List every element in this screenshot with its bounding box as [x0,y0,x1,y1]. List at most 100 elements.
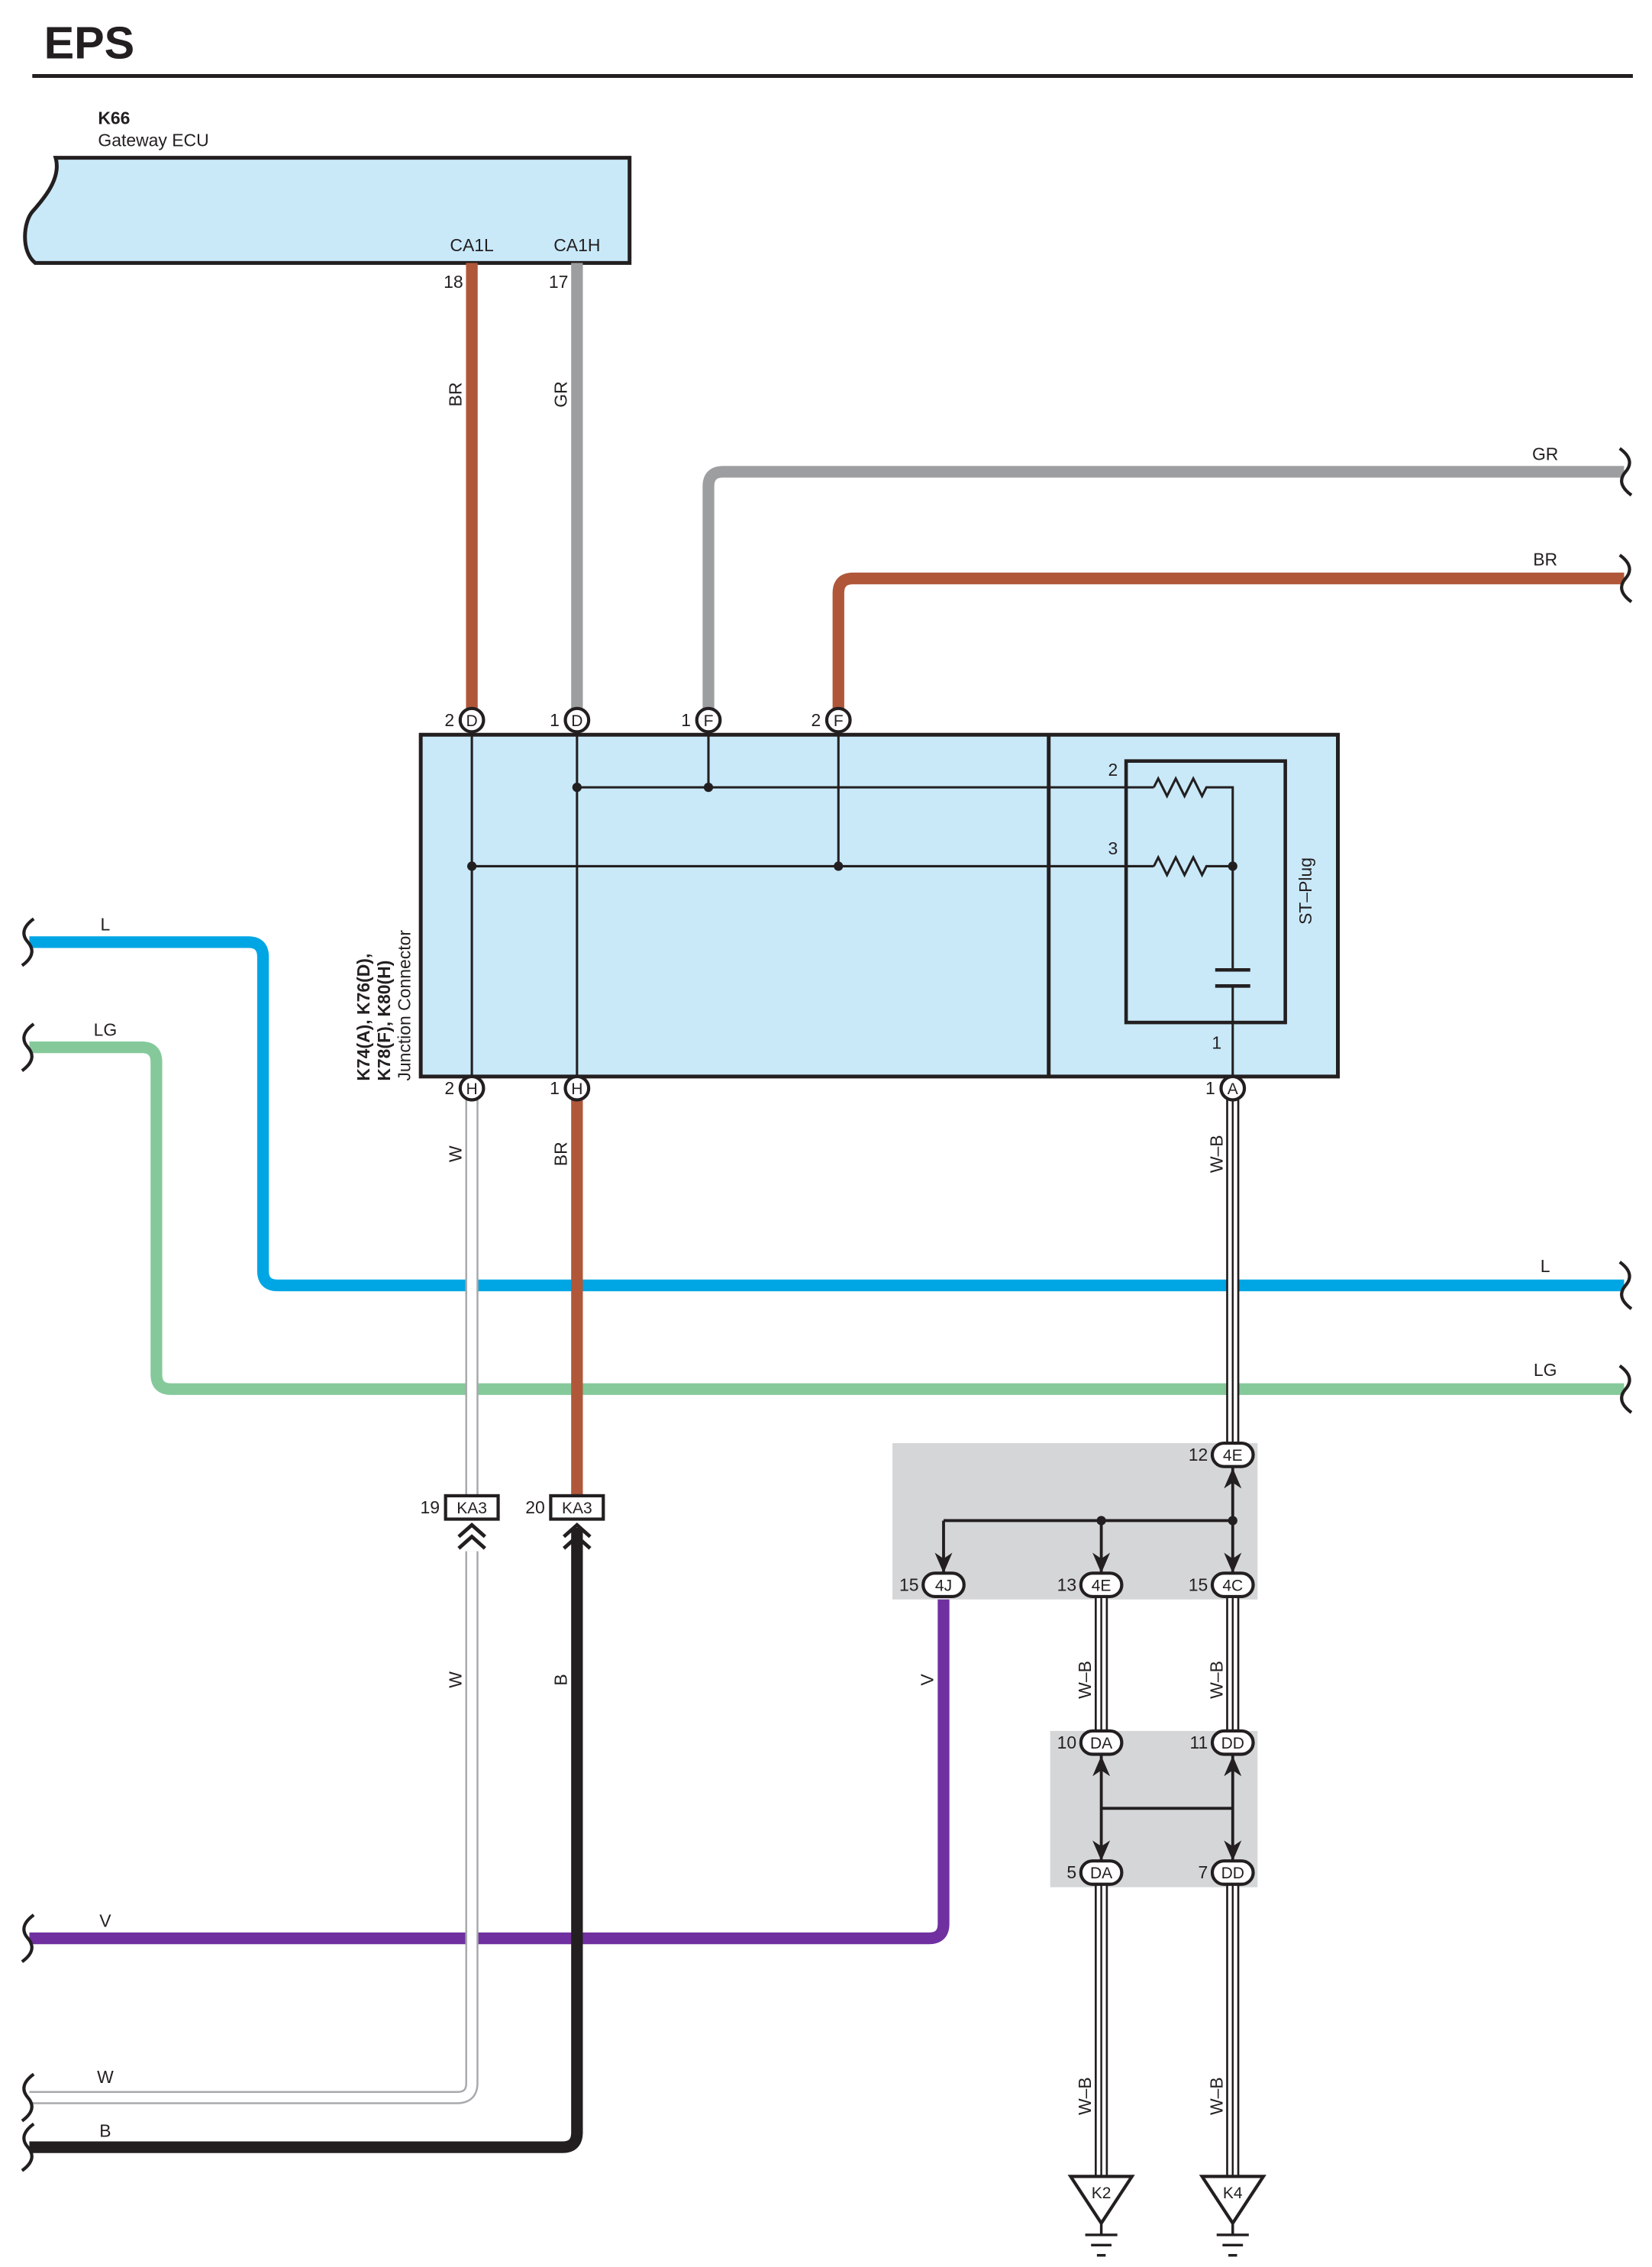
wire-label: W [446,1671,466,1688]
wire-b [29,1528,583,2153]
connector-ka3 [444,1494,500,1521]
connector-pin-h [458,1074,486,1102]
connector-4c [1210,1571,1255,1599]
break-symbol [21,2122,35,2172]
wire-gr-right [702,466,1625,709]
wire-label: BR [550,1142,570,1166]
wire-label: W–B [1206,1661,1226,1699]
wire-label: W–B [1075,2077,1095,2115]
connector-4j [921,1571,966,1599]
junction-dot [703,782,714,793]
break-symbol [1618,1261,1633,1310]
ground-code: K2 [1092,2185,1112,2202]
wire-label: LG [94,1019,118,1039]
junction-dot [834,861,844,871]
wire-lg [29,1041,1625,1395]
connector-code: DD [1221,1735,1244,1752]
connector-pin-number: 7 [1198,1862,1208,1882]
connector-code: DA [1090,1735,1112,1752]
arrow-down-icon [1092,1840,1111,1862]
junction-label-line: K78(F), K80(H) [374,961,394,1081]
wire-label: BR [1533,549,1557,569]
connector-pin-number: 1 [681,710,691,730]
connector-code: 4J [935,1577,952,1594]
connector-4e [1079,1571,1124,1599]
connector-code: H [571,1080,582,1098]
wire-label: W–B [1075,1661,1095,1699]
wire-label: B [99,2121,111,2141]
connector-pin-f [695,706,722,734]
break-symbol [21,917,35,967]
st-plug-pin-number: 3 [1108,838,1118,858]
ecu-name: Gateway ECU [98,130,208,150]
arrow-down-icon [1224,1552,1242,1574]
st-plug-pin-number: 1 [1212,1033,1221,1053]
junction-connector-box [418,732,1340,1079]
break-symbol [21,1022,35,1072]
wire-label: LG [1534,1360,1557,1380]
connector-code: 4E [1092,1577,1112,1594]
break-symbol [1618,1364,1633,1414]
connector-pin-number: 11 [1189,1733,1208,1752]
male-terminal-chevron [563,1522,592,1539]
connector-pin-a [1219,1074,1247,1102]
arrow-down-icon [934,1552,953,1574]
resistor-symbol [1153,776,1234,970]
wire-l [29,936,1625,1292]
wire-label: L [101,915,111,935]
connector-pin-number: 1 [550,710,560,730]
connector-pin-number: 15 [1189,1574,1208,1594]
arrow-up-icon [1224,1755,1242,1777]
break-symbol [21,1913,35,1963]
connector-code: F [704,712,714,730]
connector-pin-number: 2 [811,710,821,730]
break-symbol [1618,554,1633,603]
connector-pin-number: 20 [525,1497,545,1517]
connector-code: KA3 [457,1500,487,1517]
ground-icon [1199,2175,1266,2227]
connector-pin-d [458,706,486,734]
arrow-down-icon [1092,1552,1111,1574]
junction-dot [1228,861,1237,871]
ecu-pin-number: 18 [444,272,463,292]
connector-pin-number: 15 [899,1574,919,1594]
arrow-up-icon [1224,1468,1242,1489]
connector-dd [1210,1859,1255,1886]
wire-label: GR [1532,444,1558,464]
male-terminal-chevron [563,1534,592,1550]
wire-label: GR [550,381,570,407]
wire-w-lower-core [29,1551,477,2103]
wire-label: B [550,1674,570,1685]
st-plug-pin-number: 2 [1108,760,1118,780]
wire-label: L [1541,1256,1550,1276]
st-plug-frame [1124,759,1287,1025]
junction-dot [572,782,582,793]
connector-code: 4C [1222,1577,1243,1594]
connector-code: KA3 [562,1500,592,1517]
connector-da [1079,1859,1124,1886]
connector-pin-number: 2 [444,1078,454,1098]
wire-label: W–B [1206,2077,1226,2115]
connector-code: 4E [1223,1447,1243,1465]
wire-v [29,1596,950,1945]
connector-pin-number: 13 [1057,1574,1077,1594]
break-symbol [1618,447,1633,497]
junction-dot [1096,1516,1106,1526]
connector-pin-number: 10 [1057,1733,1077,1752]
connector-code: DA [1090,1865,1112,1882]
break-symbol [21,2072,35,2123]
ecu-terminal-ca1h: CA1H [553,235,600,255]
wire-label: BR [446,383,466,407]
connector-pin-f [824,706,852,734]
junction-dot [466,861,477,871]
st-plug-label: ST–Plug [1295,857,1315,925]
connector-pin-number: 19 [420,1497,440,1517]
connector-dd [1210,1729,1255,1756]
connector-pin-number: 12 [1189,1445,1208,1465]
junction-label-line: K74(A), K76(D), [353,954,373,1081]
connector-da [1079,1729,1124,1756]
connector-pin-number: 1 [550,1078,560,1098]
wire-br-right [832,572,1625,709]
arrow-down-icon [1224,1840,1242,1862]
